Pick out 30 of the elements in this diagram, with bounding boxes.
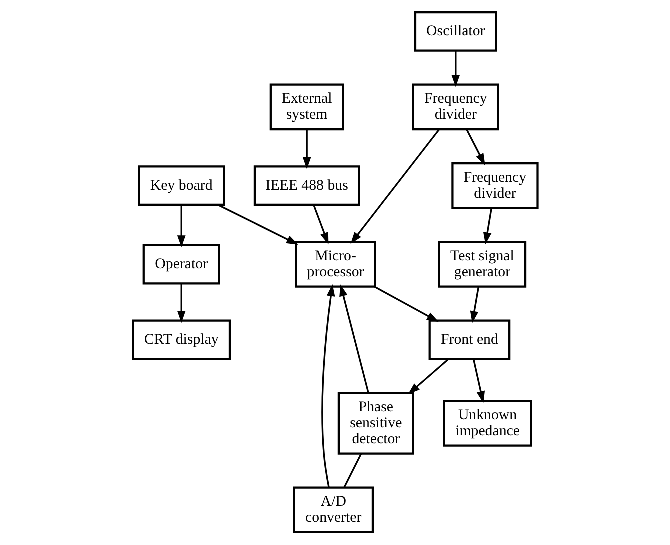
arrow: [472, 359, 485, 404]
arrow: [408, 358, 449, 395]
arrow: [339, 284, 369, 394]
arrow: [374, 286, 438, 322]
node-box: CRT display: [132, 320, 231, 360]
node-box: External system: [269, 84, 344, 131]
node-box: Frequency divider: [451, 162, 538, 210]
arrow: [176, 205, 186, 248]
arrow: [470, 287, 480, 324]
arrow: [302, 130, 311, 170]
arrow: [176, 284, 186, 324]
node-box: IEEE 488 bus: [253, 166, 360, 206]
connector: [343, 454, 362, 488]
node-box: Front end: [428, 320, 510, 360]
node-box: Test signal generator: [438, 241, 526, 288]
arrow: [350, 129, 440, 244]
node-box: Frequency divider: [412, 84, 499, 131]
node-box: Oscillator: [414, 12, 497, 52]
arrow: [321, 284, 335, 488]
arrow: [466, 129, 485, 166]
arrow: [312, 204, 328, 245]
node-box: A/D converter: [292, 486, 374, 534]
node-box: Unknown impedance: [442, 400, 532, 447]
arrow: [217, 204, 298, 245]
node-box: Operator: [142, 244, 220, 285]
arrow: [482, 208, 492, 245]
node-box: Micro- processor: [294, 241, 376, 288]
arrow: [451, 50, 460, 88]
node-box: Key board: [138, 166, 225, 206]
node-box: Phase sensitive detector: [337, 392, 414, 455]
